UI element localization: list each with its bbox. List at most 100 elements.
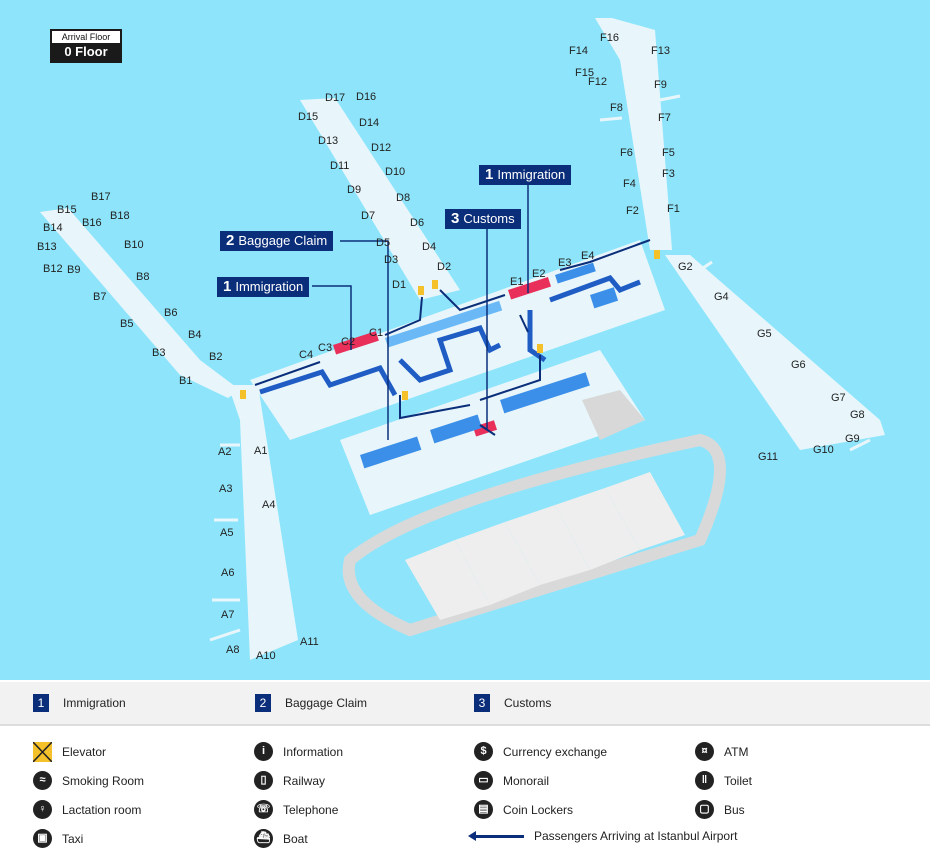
- gate-label: A2: [218, 446, 231, 458]
- gate-label: G10: [813, 444, 834, 456]
- gate-label: D9: [347, 184, 361, 196]
- elevator-icon: [32, 741, 53, 763]
- gate-label: F15: [575, 67, 594, 79]
- callout-number: 3: [451, 210, 460, 227]
- arrival-routes: [254, 239, 651, 436]
- legend-item: Elevator: [32, 741, 107, 763]
- gate-label: B18: [110, 210, 130, 222]
- gate-label: B14: [43, 222, 63, 234]
- legend-item: ▤ Coin Lockers: [474, 800, 573, 819]
- gate-label: G4: [714, 291, 729, 303]
- gate-label: A11: [300, 636, 319, 648]
- gate-label: B12: [43, 263, 63, 275]
- legend-item: ⛴Boat: [254, 829, 308, 848]
- gate-label: B9: [67, 264, 80, 276]
- gate-label: G6: [791, 359, 806, 371]
- gate-label: B13: [37, 241, 57, 253]
- information-icon: i: [254, 742, 273, 761]
- gate-label: F3: [662, 168, 675, 180]
- legend-item: ▢Bus: [695, 800, 745, 819]
- callout-number: 1: [223, 278, 232, 295]
- corridors: [259, 275, 641, 397]
- legend-label: Bus: [724, 802, 745, 817]
- gate-label: B15: [57, 204, 77, 216]
- arrow-left-icon: [468, 830, 524, 841]
- telephone-icon: ☏: [254, 800, 273, 819]
- key-label: Baggage Claim: [285, 696, 368, 710]
- gate-label: F13: [651, 45, 670, 57]
- legend-item: ≈Smoking Room: [33, 771, 144, 790]
- gate-label: B1: [179, 375, 192, 387]
- gate-label: A6: [221, 567, 234, 579]
- gate-label: B6: [164, 307, 177, 319]
- currency-exchange-icon: $: [474, 742, 493, 761]
- legend-label: Information: [283, 744, 344, 759]
- coin-lockers-icon: ▤: [474, 800, 493, 819]
- gate-label: E2: [532, 268, 545, 280]
- gate-label: E4: [581, 250, 594, 262]
- gate-label: B3: [152, 347, 165, 359]
- gate-label: F12: [588, 76, 607, 88]
- gate-label: F6: [620, 147, 633, 159]
- pier-d: [300, 98, 460, 300]
- gate-label: B10: [124, 239, 144, 251]
- legend-label: Currency exchange: [503, 744, 608, 759]
- elevator-icons: [240, 250, 660, 400]
- gate-label: A1: [254, 445, 267, 457]
- gate-label: D17: [325, 92, 345, 104]
- gate-label: D4: [422, 241, 436, 253]
- legend-label: Toilet: [724, 773, 753, 788]
- legend-item: ♀Lactation room: [33, 800, 141, 819]
- jet-bridges: [209, 94, 871, 642]
- gate-label: A8: [226, 644, 239, 656]
- legend-item: i Information: [254, 742, 343, 761]
- legend-label: Lactation room: [62, 802, 142, 817]
- gate-label: D11: [330, 160, 349, 172]
- legend-label: Telephone: [283, 802, 339, 817]
- pier-b: [40, 208, 240, 398]
- legend-label: Taxi: [62, 831, 84, 846]
- floor-indicator: Arrival Floor 0 Floor: [50, 29, 122, 63]
- gate-label: C1: [369, 327, 383, 339]
- gate-label: D12: [371, 142, 391, 154]
- legend-label: Monorail: [503, 773, 550, 788]
- gate-label: B5: [120, 318, 133, 330]
- gate-label: D7: [361, 210, 375, 222]
- main-terminal: [250, 240, 665, 440]
- legend-label: Coin Lockers: [503, 802, 574, 817]
- legend-label: Boat: [283, 831, 308, 846]
- callout-number: 2: [226, 232, 235, 249]
- gate-label: B17: [91, 191, 111, 203]
- gate-label: F2: [626, 205, 639, 217]
- gate-label: D14: [359, 117, 379, 129]
- gate-label: F14: [569, 45, 588, 57]
- legend-item: ▯Railway: [254, 771, 325, 790]
- gate-label: D2: [437, 261, 451, 273]
- legend-item: ☏ Telephone: [254, 800, 338, 819]
- callout-label: Immigration: [497, 167, 566, 182]
- legend-label: Smoking Room: [62, 773, 145, 788]
- gate-label: F7: [658, 112, 671, 124]
- gate-label: D8: [396, 192, 410, 204]
- gate-label: B4: [188, 329, 201, 341]
- callout-label: Customs: [463, 211, 515, 226]
- gate-label: A7: [221, 609, 234, 621]
- key-number: 3: [474, 694, 490, 712]
- gate-label: D5: [376, 237, 390, 249]
- gate-label: D1: [392, 279, 406, 291]
- gate-label: D16: [356, 91, 376, 103]
- key-label: Immigration: [63, 696, 126, 710]
- gate-label: E1: [510, 276, 523, 288]
- toilet-icon: ‖: [695, 771, 714, 790]
- legend-label: Elevator: [62, 745, 107, 759]
- baggage-carousels: [359, 262, 619, 469]
- legend-label: Passengers Arriving at Istanbul Airport: [534, 829, 738, 843]
